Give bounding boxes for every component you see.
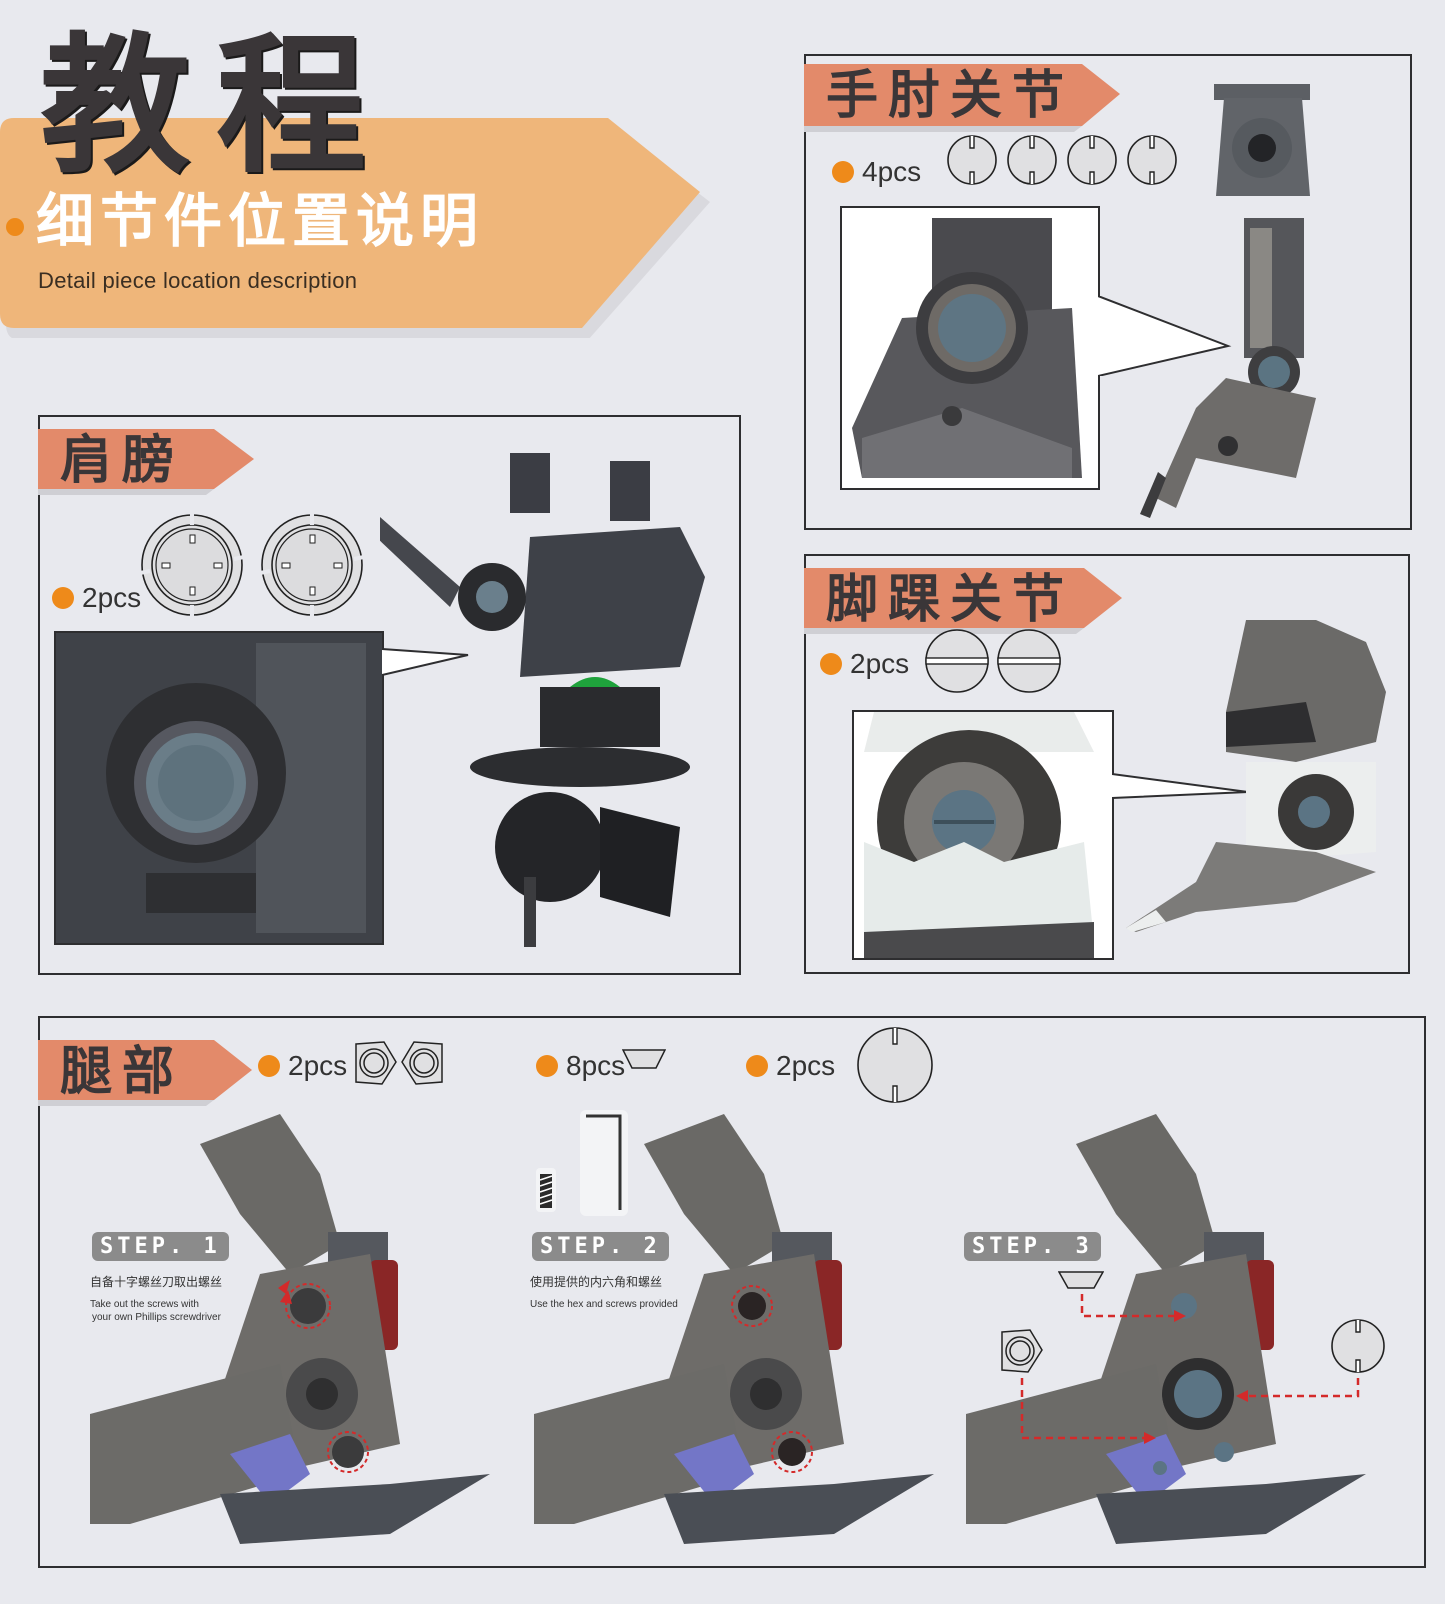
piece-icons [946,134,1178,186]
hex-nut-icon [401,1041,443,1085]
step-badge: STEP. 1 [92,1232,229,1261]
round-disc-slotted-icon [857,1027,933,1103]
header-banner [0,118,720,338]
step-instruction-cn: 使用提供的内六角和螺丝 [530,1275,663,1289]
piece-icons [140,513,364,617]
shoulder-closeup-image [54,631,384,945]
step-badge: STEP. 3 [964,1232,1101,1261]
screw-icon [536,1168,556,1212]
section-title: 手肘关节 [826,66,1075,126]
leg-step3-photo [966,1094,1366,1564]
elbow-closeup-image [840,206,1100,490]
ankle-foot-photo [1116,612,1406,932]
hex-nut-icon [355,1041,397,1085]
bullet-dot-icon [746,1055,768,1077]
bullet-dot-icon [258,1055,280,1077]
round-disc-slotted-icon [1007,135,1057,185]
leg-step2-photo [534,1094,934,1564]
quantity-label: 2pcs [820,648,909,680]
section-title: 腿部 [60,1042,185,1102]
page-subtitle: 细节件位置说明 [36,187,485,255]
section-tag: 手肘关节 [804,64,1124,132]
quantity-label: 2pcs [258,1050,347,1082]
step-badge: STEP. 2 [532,1232,669,1261]
piece-icons [352,1040,446,1086]
piece-icons [924,628,1062,694]
round-disc-slotted-icon [1331,1319,1385,1373]
round-disc-slotted-icon [1067,135,1117,185]
step-instruction-en: Take out the screws with your own Philli… [90,1299,221,1323]
section-tag: 脚踝关节 [804,568,1124,634]
step-instruction-en: Use the hex and screws provided [530,1299,678,1310]
bullet-dot-icon [820,653,842,675]
trapezoid-washer-icon [622,1049,666,1069]
disc-horizontal-slot-icon [997,629,1061,693]
quantity-label: 2pcs [52,582,141,614]
quantity-label: 4pcs [832,156,921,188]
trapezoid-washer-icon [1058,1271,1104,1289]
ankle-joint-panel: 脚踝关节 2pcs [804,554,1410,974]
section-title: 肩膀 [60,431,185,491]
ankle-closeup-image [852,710,1114,960]
callout-pointer [1098,296,1232,376]
quantity-label: 8pcs [536,1050,625,1082]
leg-step1-photo [90,1094,490,1564]
step-instruction-cn: 自备十字螺丝刀取出螺丝 [90,1275,223,1289]
ring-disc-four-notch-icon [140,513,244,617]
elbow-arm-photo [1066,78,1396,518]
bullet-dot-icon [536,1055,558,1077]
section-title: 脚踝关节 [826,570,1075,630]
disc-horizontal-slot-icon [925,629,989,693]
bullet-dot-icon [52,587,74,609]
round-disc-slotted-icon [947,135,997,185]
shoulder-torso-photo [376,447,730,957]
shoulder-panel: 肩膀 2pcs [38,415,741,975]
leg-panel: 腿部 2pcs 8pcs 2pcs STEP. 1 自备十字螺丝刀取出螺丝 Ta… [38,1016,1426,1568]
round-disc-slotted-icon [1127,135,1177,185]
section-tag: 腿部 [38,1040,258,1106]
hex-key-tool-icon [580,1110,628,1216]
quantity-label: 2pcs [746,1050,835,1082]
bullet-dot-icon [6,218,24,236]
section-tag: 肩膀 [38,429,258,495]
elbow-joint-panel: 手肘关节 4pcs [804,54,1412,530]
bullet-dot-icon [832,161,854,183]
callout-pointer [382,648,469,676]
page-subtitle-en: Detail piece location description [38,268,358,293]
ring-disc-four-notch-icon [260,513,364,617]
hex-nut-icon [1001,1329,1043,1373]
page-title: 教程 [40,20,393,194]
